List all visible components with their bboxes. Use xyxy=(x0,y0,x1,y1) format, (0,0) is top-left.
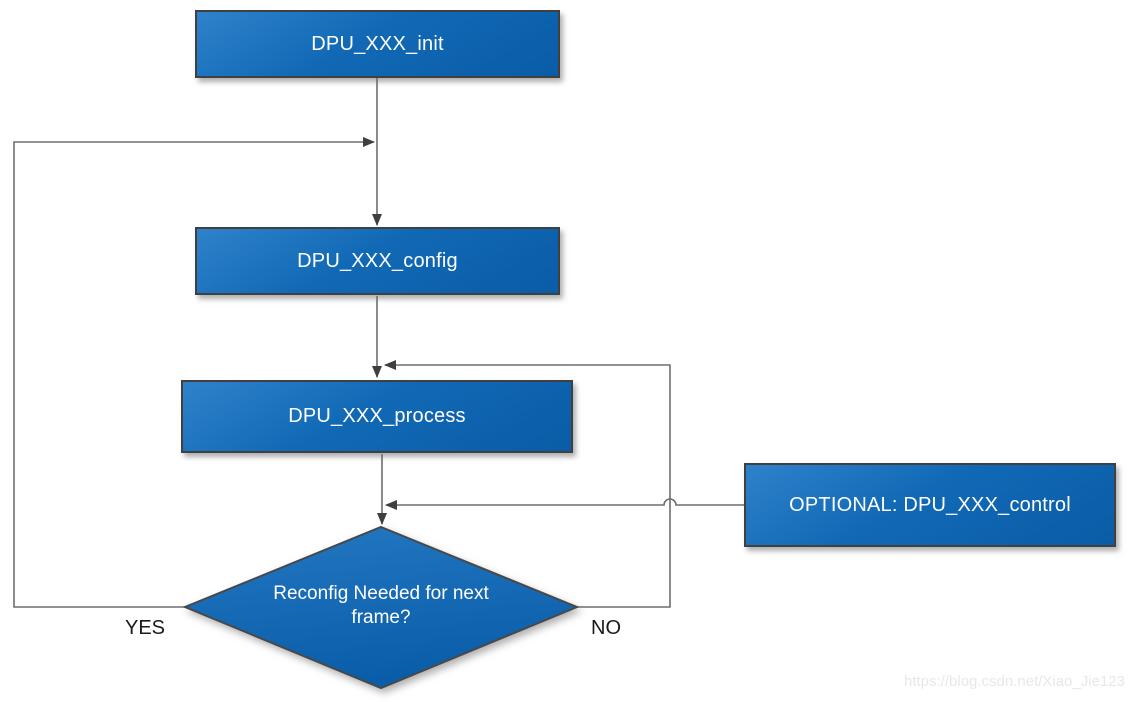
node-control-label: OPTIONAL: DPU_XXX_control xyxy=(789,493,1071,516)
watermark: https://blog.csdn.net/Xiao_Jie123 xyxy=(904,673,1125,690)
edge-control-to-decision xyxy=(385,498,744,510)
node-init: DPU_XXX_init xyxy=(195,10,560,78)
node-config-label: DPU_XXX_config xyxy=(297,249,458,272)
node-process: DPU_XXX_process xyxy=(181,380,573,453)
edge-decision-yes-loop xyxy=(13,137,375,608)
edge-decision-no-loop xyxy=(384,360,671,608)
edge-label-yes: YES xyxy=(124,617,166,639)
node-config: DPU_XXX_config xyxy=(195,227,560,295)
node-decision-shape xyxy=(182,525,580,690)
node-init-label: DPU_XXX_init xyxy=(311,32,444,55)
edge-label-no: NO xyxy=(591,617,621,639)
node-control: OPTIONAL: DPU_XXX_control xyxy=(744,463,1116,547)
node-process-label: DPU_XXX_process xyxy=(288,405,466,427)
node-decision-label: Reconfig Needed for next frame? xyxy=(273,583,489,629)
